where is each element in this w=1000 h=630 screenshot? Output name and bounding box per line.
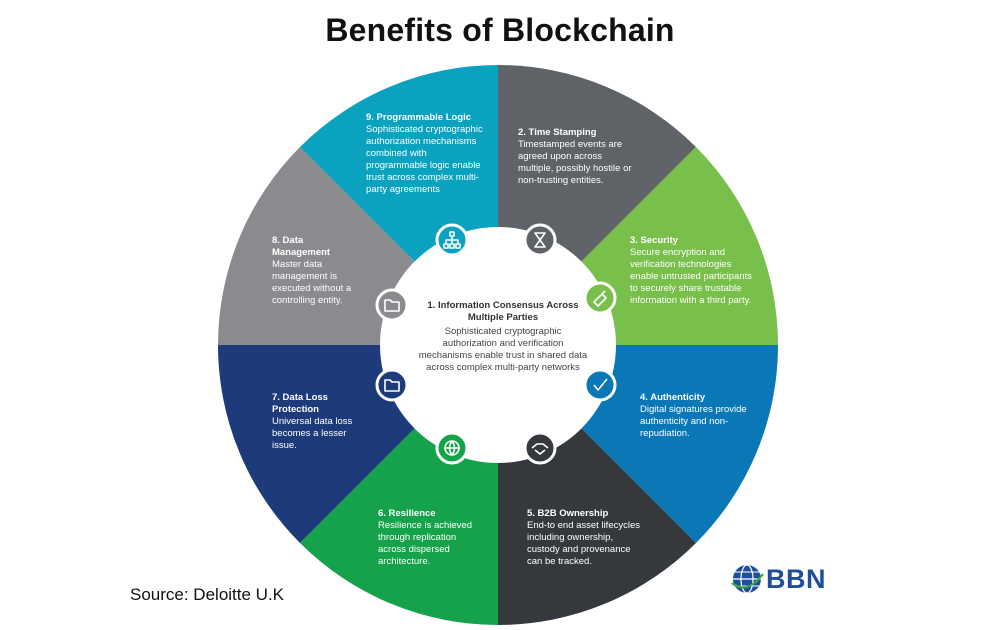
segment-description: Master data management is executed witho… <box>272 259 352 306</box>
center-benefit-description: Sophisticated cryptographic authorizatio… <box>418 326 588 373</box>
segment-description: Universal data loss becomes a lesser iss… <box>272 416 353 451</box>
segment-title: 6. Resilience <box>378 508 436 519</box>
center-benefit: 1. Information Consensus Across Multiple… <box>418 300 588 374</box>
segment-title: 5. B2B Ownership <box>527 508 609 519</box>
logo-text: BBN <box>766 564 826 594</box>
globe-logo-icon <box>731 564 764 594</box>
segment-title: 3. Security <box>630 235 679 246</box>
folder-outline-icon <box>375 288 409 322</box>
handshake-icon <box>523 431 557 465</box>
globe-icon <box>435 431 469 465</box>
hierarchy-icon <box>435 223 469 257</box>
checkmark-icon <box>583 368 617 402</box>
source-caption: Source: Deloitte U.K <box>130 585 285 604</box>
page-title: Benefits of Blockchain <box>325 12 675 48</box>
segment-description: Timestamped events are agreed upon acros… <box>518 139 632 186</box>
center-circle <box>380 227 616 463</box>
segment-title: 4. Authenticity <box>640 392 706 403</box>
segment-title: 7. Data Loss Protection <box>272 392 328 415</box>
segment-title: 9. Programmable Logic <box>366 112 472 123</box>
shield-key-icon <box>583 281 617 315</box>
segment-description: End-to end asset lifecycles including ow… <box>527 520 641 567</box>
segment-title: 8. Data Management <box>272 235 331 258</box>
segment-description: Secure encryption and verification techn… <box>630 247 752 306</box>
bbn-logo <box>731 564 764 594</box>
segment-description: Digital signatures provide authenticity … <box>640 404 747 439</box>
segment-description: Sophisticated cryptographic authorizatio… <box>366 124 483 195</box>
folder-icon <box>375 368 409 402</box>
segment-description: Resilience is achieved through replicati… <box>378 520 472 567</box>
hourglass-icon <box>523 223 557 257</box>
center-benefit-title: 1. Information Consensus Across Multiple… <box>427 300 579 323</box>
segment-title: 2. Time Stamping <box>518 127 597 138</box>
